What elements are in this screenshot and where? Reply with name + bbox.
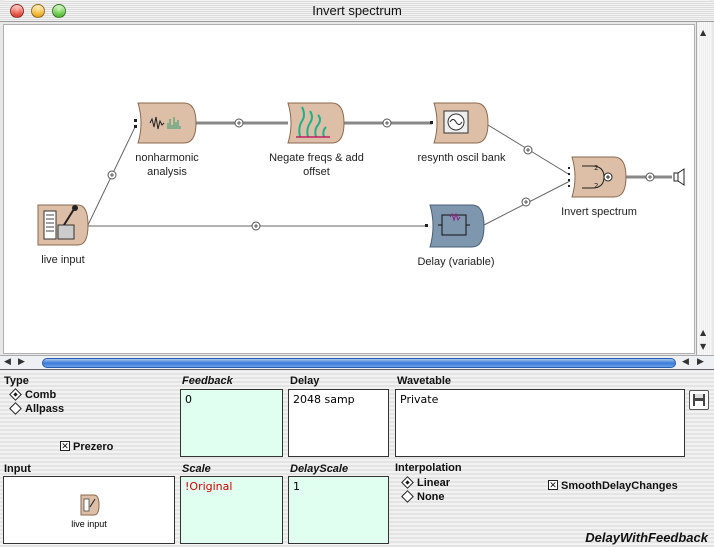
radio-unselected-icon	[401, 489, 414, 503]
wavetable-field[interactable]: Private	[395, 389, 685, 457]
feedback-field[interactable]: 0	[180, 389, 283, 457]
checkbox-checked-icon: ✕	[548, 480, 558, 491]
signal-flow-canvas[interactable]: 2 2	[3, 24, 695, 354]
minimize-button[interactable]	[31, 4, 45, 18]
input-field[interactable]: live input	[3, 476, 175, 544]
node-invert-spectrum[interactable]: 2 2	[568, 156, 627, 198]
scroll-left-arrow-icon-right[interactable]: ◀	[682, 357, 689, 367]
node-label-negate: Negate freqs & add offset	[269, 152, 364, 178]
parameter-inspector: Type Comb Allpass ✕Prezero Feedback 0 De…	[0, 371, 714, 547]
mixer-icon: 2 2	[582, 164, 613, 190]
scroll-up-arrow-icon-bottom[interactable]: ▲	[700, 328, 707, 337]
speaker-icon[interactable]	[673, 168, 685, 186]
wavetable-label: Wavetable	[397, 375, 452, 387]
zoom-button[interactable]	[52, 4, 66, 18]
svg-text:2: 2	[594, 182, 598, 190]
delayscale-field[interactable]: 1	[288, 476, 389, 544]
interpolation-option-linear[interactable]: Linear	[401, 475, 450, 489]
smooth-delay-changes-checkbox[interactable]: ✕SmoothDelayChanges	[548, 480, 678, 492]
delay-icon	[438, 212, 470, 236]
node-label-live: live input	[41, 254, 85, 266]
checkbox-checked-icon: ✕	[60, 441, 70, 452]
radio-selected-icon	[401, 475, 414, 489]
node-label-resynth: resynth oscil bank	[417, 152, 506, 164]
scroll-left-arrow-icon[interactable]: ◀	[4, 357, 11, 367]
title-bar[interactable]: Invert spectrum	[0, 0, 714, 22]
interpolation-label: Interpolation	[395, 462, 462, 474]
class-name: DelayWithFeedback	[585, 530, 708, 545]
input-label: Input	[4, 463, 31, 475]
type-option-allpass[interactable]: Allpass	[9, 401, 64, 415]
close-button[interactable]	[10, 4, 24, 18]
node-nonharmonic-analysis[interactable]	[134, 102, 197, 144]
scroll-down-arrow-icon[interactable]: ▼	[700, 342, 707, 351]
interpolation-option-none[interactable]: None	[401, 489, 445, 503]
window-title: Invert spectrum	[312, 3, 402, 18]
delayscale-label: DelayScale	[290, 463, 349, 475]
save-wavetable-button[interactable]	[689, 390, 709, 410]
radio-unselected-icon	[9, 401, 22, 415]
node-negate-freqs[interactable]	[287, 102, 345, 144]
scale-label: Scale	[182, 463, 211, 475]
node-live-input[interactable]	[37, 204, 89, 246]
oscillator-icon	[443, 110, 469, 134]
radio-selected-icon	[9, 387, 22, 401]
node-resynth-oscil-bank[interactable]	[430, 102, 489, 144]
horizontal-scrollbar[interactable]: ◀ ▶ ◀ ▶	[0, 355, 714, 370]
node-label-delay: Delay (variable)	[417, 256, 495, 268]
feedback-label: Feedback	[182, 375, 233, 387]
spectrum-analysis-icon	[149, 116, 181, 130]
delay-label: Delay	[290, 375, 320, 387]
scroll-thumb[interactable]	[42, 358, 676, 368]
prezero-checkbox[interactable]: ✕Prezero	[60, 441, 114, 453]
node-label-nonharmonic: nonharmonic analysis	[135, 152, 199, 178]
type-option-comb[interactable]: Comb	[9, 387, 56, 401]
scroll-right-arrow-icon[interactable]: ▶	[697, 357, 704, 367]
delay-field[interactable]: 2048 samp	[288, 389, 389, 457]
scale-field[interactable]: !Original	[180, 476, 283, 544]
live-input-icon	[80, 494, 100, 516]
scroll-right-arrow-icon-left[interactable]: ▶	[18, 357, 25, 367]
svg-text:2: 2	[594, 164, 598, 172]
node-delay-variable[interactable]	[425, 204, 485, 248]
node-label-invert: Invert spectrum	[561, 206, 637, 218]
connection-wires: 2 2	[37, 102, 685, 248]
vertical-scrollbar[interactable]: ▲ ▲ ▼	[696, 22, 712, 356]
live-input-icon	[43, 205, 78, 240]
type-label: Type	[4, 375, 29, 387]
spectrum-flip-icon	[296, 106, 330, 138]
floppy-disk-icon	[693, 394, 705, 406]
scroll-up-arrow-icon[interactable]: ▲	[700, 28, 707, 37]
input-value: live input	[71, 519, 107, 529]
